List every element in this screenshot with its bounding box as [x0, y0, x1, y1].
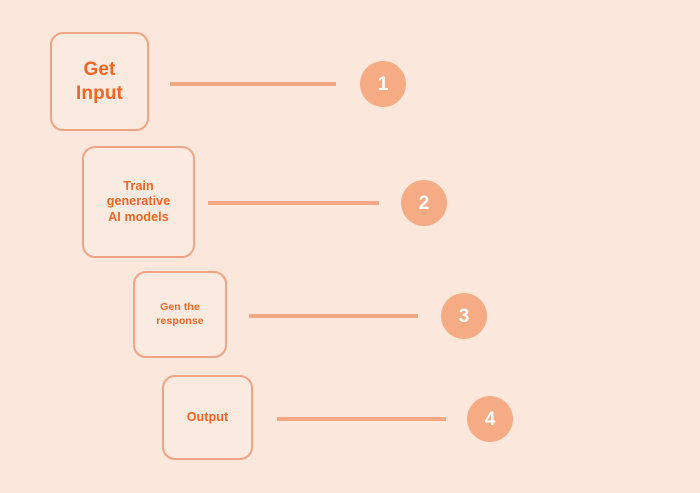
flow-step-label-1: Get Input	[76, 58, 123, 104]
flow-connector-2	[208, 201, 379, 205]
flow-step-box-2[interactable]: Train generative AI models	[82, 146, 195, 258]
flow-connector-4	[277, 417, 446, 421]
flow-step-label-4: Output	[186, 409, 229, 424]
flow-step-badge-4[interactable]: 4	[467, 396, 513, 442]
flow-connector-1	[170, 82, 336, 86]
flow-step-badge-2[interactable]: 2	[401, 180, 447, 226]
flow-connector-3	[249, 314, 418, 318]
flow-step-label-3: Gen the response	[156, 301, 204, 327]
flow-step-box-3[interactable]: Gen the response	[133, 271, 227, 358]
flow-step-badge-1[interactable]: 1	[360, 61, 406, 107]
flow-step-box-1[interactable]: Get Input	[50, 32, 149, 131]
flow-step-badge-3[interactable]: 3	[441, 293, 487, 339]
flow-step-label-2: Train generative AI models	[84, 179, 193, 226]
flow-step-number-2: 2	[418, 192, 430, 214]
flow-step-number-3: 3	[458, 305, 470, 327]
flow-step-number-4: 4	[484, 408, 496, 430]
flow-step-label-2-line-2: AI models	[108, 209, 169, 224]
flow-step-box-4[interactable]: Output	[162, 375, 253, 460]
flow-step-label-2-line-1: Train generative	[106, 178, 171, 209]
flow-step-number-1: 1	[377, 73, 389, 95]
